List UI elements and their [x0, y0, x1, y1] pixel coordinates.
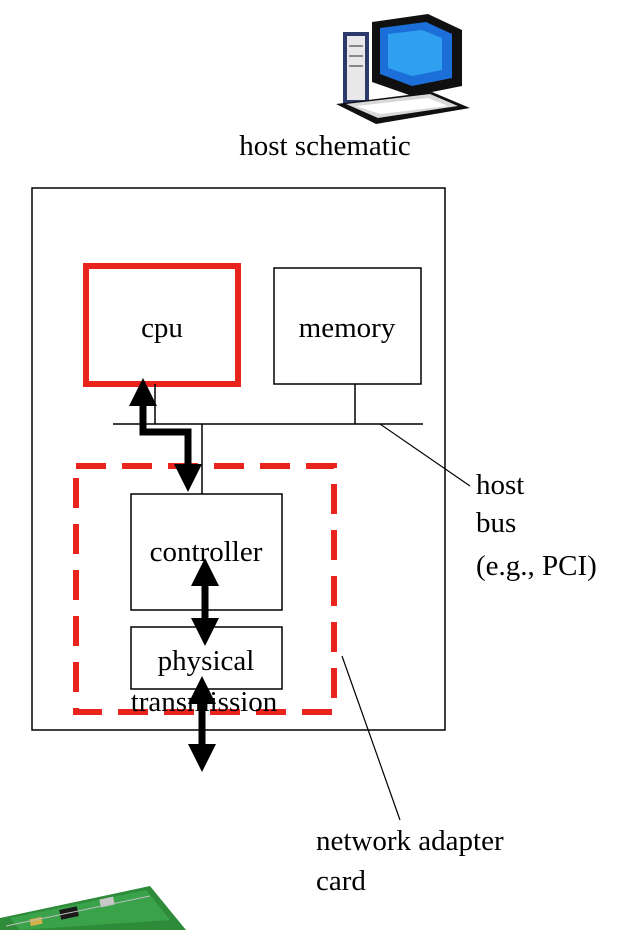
host-box [31, 187, 446, 731]
host-bus [113, 384, 423, 494]
desktop-computer-icon [336, 14, 470, 124]
host-bus-callout-line [379, 423, 471, 487]
diagram-title: host schematic [239, 130, 411, 162]
cpu-label: cpu [141, 312, 183, 344]
host-bus-label-line1: host [476, 469, 524, 501]
cpu-box [83, 263, 241, 387]
adapter-callout-line [341, 655, 401, 821]
memory-label: memory [299, 312, 396, 344]
memory-box [273, 267, 422, 385]
host-bus-label-line3: (e.g., PCI) [476, 550, 597, 582]
controller-label: controller [150, 536, 263, 568]
host-bus-label-line2: bus [476, 507, 516, 539]
adapter-label-line2: card [316, 865, 366, 897]
adapter-label-line1: network adapter [316, 825, 504, 857]
physical-label: physical [158, 645, 255, 677]
network-card-photo [0, 886, 186, 930]
cpu-controller-link-arrow [129, 378, 202, 492]
network-adapter-outline [73, 463, 337, 715]
